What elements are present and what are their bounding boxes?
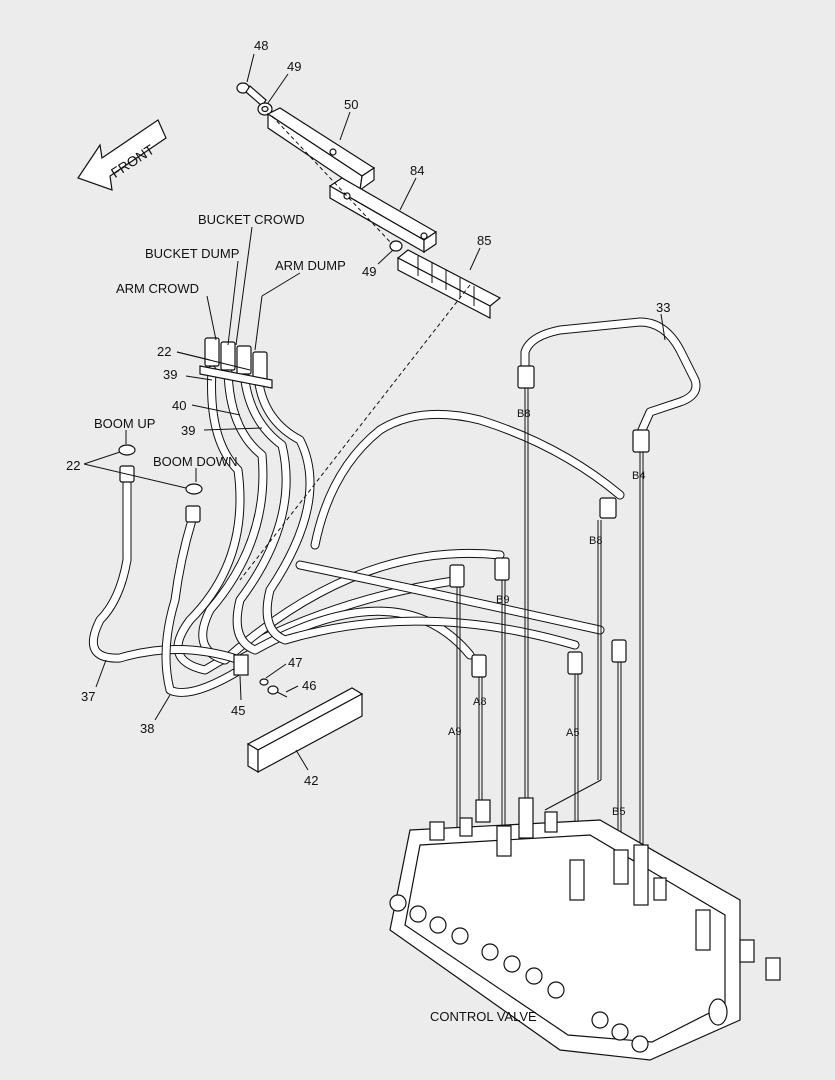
washer-47-icon [259, 678, 269, 686]
part-number-22-left: 22 [66, 458, 80, 473]
port-b8-top: B8 [517, 408, 530, 420]
port-b8-mid: B8 [589, 535, 602, 547]
part-number-45: 45 [231, 703, 245, 718]
label-boom-up: BOOM UP [94, 416, 155, 431]
part-number-37: 37 [81, 689, 95, 704]
clamp-85-icon [396, 249, 502, 319]
port-a9: A9 [448, 726, 461, 738]
port-b9: B9 [496, 594, 509, 606]
part-number-48: 48 [254, 38, 268, 53]
control-valve-block [389, 797, 781, 1061]
port-b5: B5 [612, 806, 625, 818]
bracket-assembly [236, 82, 502, 319]
part-number-38: 38 [140, 721, 154, 736]
leader-lines [83, 53, 666, 771]
hose-bundle [88, 317, 701, 697]
part-number-33: 33 [656, 300, 670, 315]
part-number-42: 42 [304, 773, 318, 788]
part-number-39-bottom: 39 [181, 423, 195, 438]
plate-84-icon [328, 177, 438, 254]
port-b4: B4 [632, 470, 645, 482]
plate-50-icon [266, 107, 376, 192]
label-arm-crowd: ARM CROWD [116, 281, 199, 296]
part-number-50: 50 [344, 97, 358, 112]
valve-ports [429, 797, 781, 981]
hose-clamp-45-icon [233, 654, 249, 676]
part-number-84: 84 [410, 163, 424, 178]
part-number-49-bottom: 49 [362, 264, 376, 279]
part-number-49-top: 49 [287, 59, 301, 74]
washer-49-bottom-icon [389, 240, 403, 252]
boom-down-fitting-icon [185, 483, 203, 495]
part-number-46: 46 [302, 678, 316, 693]
port-a5: A5 [566, 727, 579, 739]
label-bucket-crowd: BUCKET CROWD [198, 212, 305, 227]
front-arrow-icon: FRONT [77, 119, 167, 191]
valve-spool-ends [389, 894, 649, 1053]
bolt-48-icon [236, 82, 267, 107]
part-number-85: 85 [477, 233, 491, 248]
part-number-22-top: 22 [157, 344, 171, 359]
port-a8: A8 [473, 696, 486, 708]
boom-up-fitting-icon [118, 444, 136, 456]
label-boom-down: BOOM DOWN [153, 454, 238, 469]
bolt-46-icon [267, 685, 288, 698]
part-number-39-top: 39 [163, 367, 177, 382]
channel-42-icon [246, 687, 364, 774]
valve-connection-lines [456, 388, 644, 850]
label-bucket-dump: BUCKET DUMP [145, 246, 239, 261]
arm-bucket-connector-cluster [199, 337, 273, 389]
label-control-valve: CONTROL VALVE [430, 1009, 537, 1024]
label-arm-dump: ARM DUMP [275, 258, 346, 273]
part-number-47: 47 [288, 655, 302, 670]
part-number-40: 40 [172, 398, 186, 413]
